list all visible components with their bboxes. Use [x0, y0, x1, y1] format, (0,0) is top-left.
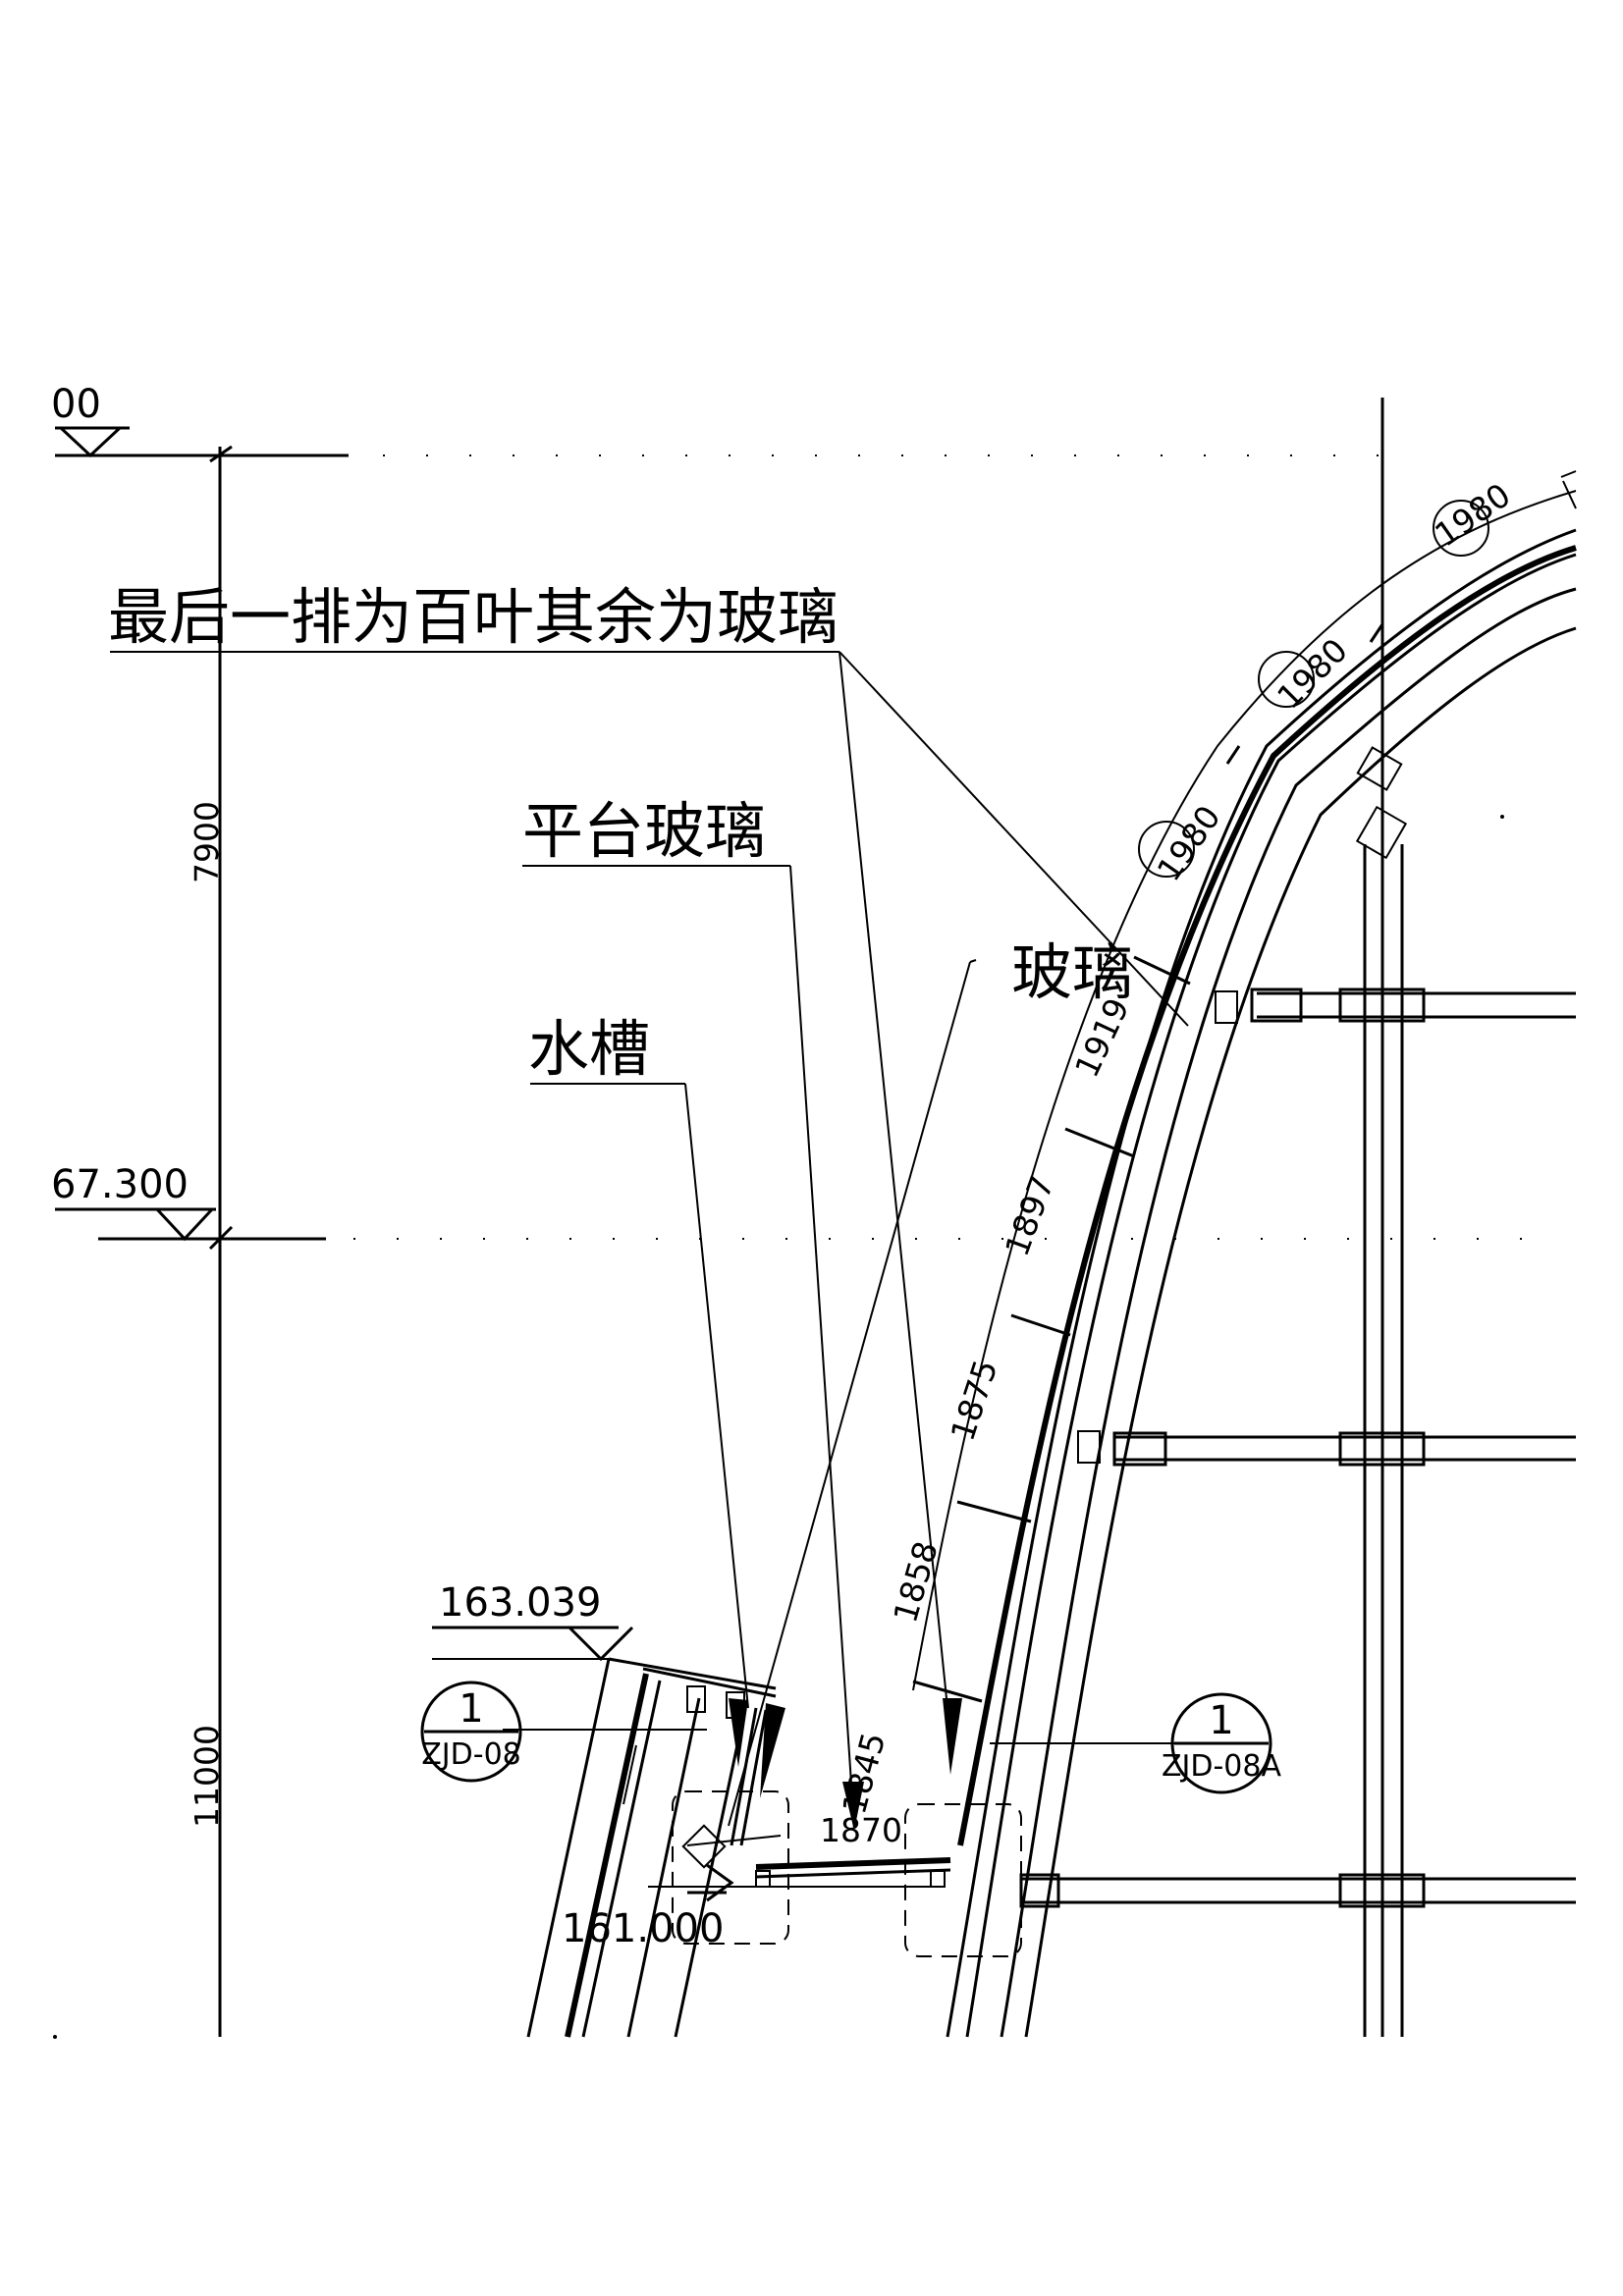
- detail-ref-right: 1 ZJD-08A: [1162, 1692, 1281, 1794]
- dim-1980-a: 1980: [1428, 475, 1517, 554]
- dim-1897: 1897: [998, 1170, 1061, 1260]
- dim-1875: 1875: [944, 1356, 1005, 1446]
- note-gutter: 水槽: [528, 1013, 650, 1085]
- level-marker-platform: 161.000: [562, 1863, 734, 1951]
- svg-text:ZJD-08: ZJD-08: [421, 1737, 521, 1772]
- note-platform-glass: 平台玻璃: [522, 795, 766, 867]
- note-glass: 玻璃: [1011, 936, 1133, 1008]
- svg-text:67.300: 67.300: [51, 1162, 189, 1207]
- svg-text:161.000: 161.000: [562, 1906, 724, 1951]
- level-marker-top: 00: [51, 382, 1394, 458]
- dim-11000: 11000: [188, 1725, 226, 1828]
- curved-facade: [912, 490, 1577, 2038]
- level-marker-gutter: 163.039: [432, 1580, 634, 1662]
- svg-text:1: 1: [1209, 1698, 1233, 1743]
- svg-text:00: 00: [51, 382, 101, 427]
- dim-1858: 1858: [886, 1537, 946, 1627]
- dim-1870: 1870: [820, 1811, 902, 1849]
- svg-text:ZJD-08A: ZJD-08A: [1162, 1749, 1281, 1784]
- leader-lines: [110, 651, 1189, 1888]
- detail-ref-left: 1 ZJD-08: [420, 1681, 522, 1783]
- left-wall: [526, 1657, 777, 2038]
- dim-7900: 7900: [188, 801, 226, 883]
- structural-frame: [1019, 398, 1577, 2037]
- level-marker-mid: 67.300: [51, 1162, 1532, 1242]
- svg-text:163.039: 163.039: [439, 1580, 601, 1626]
- svg-text:1: 1: [459, 1686, 483, 1732]
- vertical-dimension: 7900 11000: [188, 445, 234, 2037]
- dim-1845: 1845: [835, 1729, 893, 1818]
- arc-dimensions: 1980 1980 1980 1919 1897 1875 1858 1845 …: [820, 475, 1517, 1849]
- note-louver-glass: 最后一排为百叶其余为玻璃: [108, 581, 839, 653]
